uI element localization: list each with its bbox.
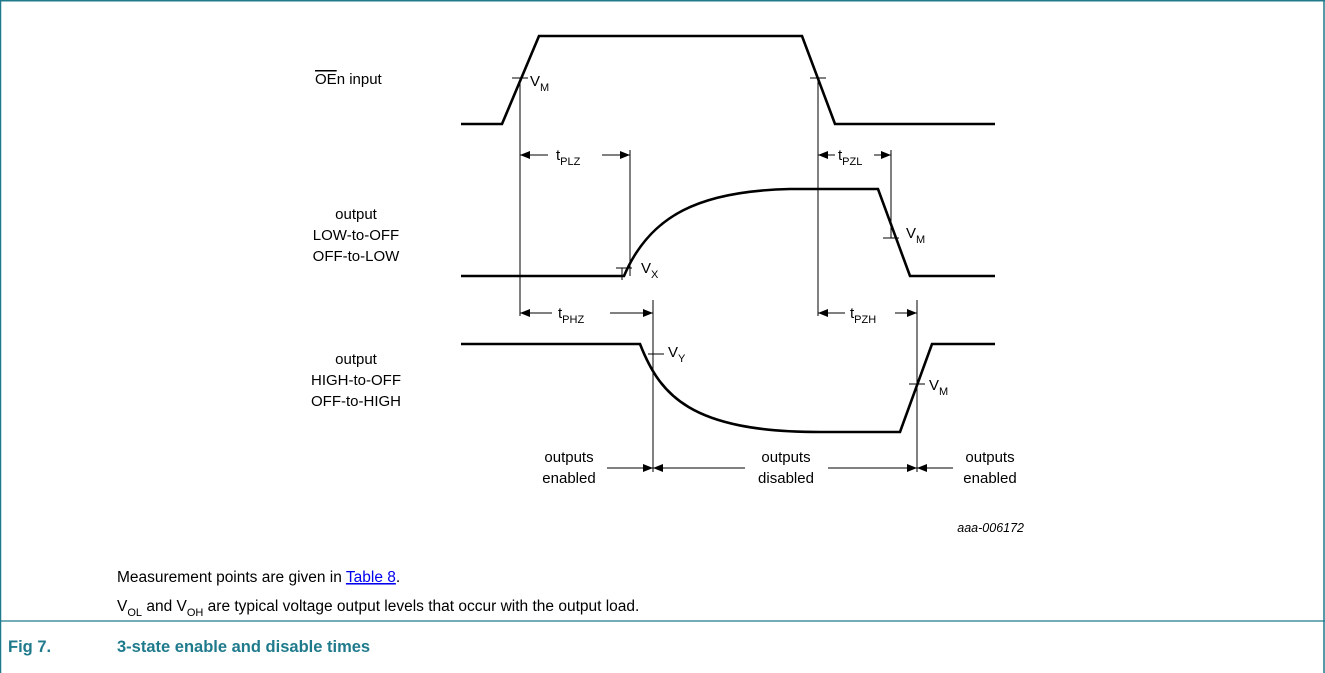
vm-label-low-rise: VM: [906, 225, 925, 246]
figure-caption-title: 3-state enable and disable times: [117, 638, 370, 656]
tphz-label: tPHZ: [558, 305, 584, 326]
vm-label-oe-rise: VM: [530, 73, 549, 94]
high-output-waveform: [461, 342, 995, 434]
vx-label: VX: [641, 260, 659, 281]
reference-lines: [519, 78, 918, 472]
low-label-line1: output: [335, 206, 378, 223]
tplz-label: tPLZ: [556, 147, 581, 168]
region-mid-disabled: outputs disabled: [653, 449, 917, 487]
vm-label-high-rise: VM: [929, 377, 948, 398]
high-label-line3: OFF-to-HIGH: [311, 393, 401, 410]
note-measurement-points: Measurement points are given in Table 8.: [117, 569, 400, 586]
low-output-waveform: [461, 187, 995, 278]
tplz-dimension: tPLZ: [520, 147, 630, 168]
oe-input-label: OEn input: [315, 71, 383, 88]
measurement-ticks: [512, 77, 925, 385]
table-8-link[interactable]: Table 8: [346, 569, 396, 586]
region-left-line1: outputs: [544, 449, 593, 466]
tpzl-label: tPZL: [838, 147, 862, 168]
oe-rest-text: n input: [337, 71, 383, 88]
note-voltage-levels: VOL and VOH are typical voltage output l…: [117, 598, 639, 619]
vy-label: VY: [668, 344, 686, 365]
high-label-line1: output: [335, 351, 378, 368]
low-label-line2: LOW-to-OFF: [313, 227, 399, 244]
low-output-label: output LOW-to-OFF OFF-to-LOW: [313, 206, 401, 265]
region-right-enabled: outputs enabled: [917, 449, 1017, 487]
figure-id: aaa-006172: [957, 521, 1024, 535]
region-left-enabled: outputs enabled: [542, 449, 653, 487]
tpzh-label: tPZH: [850, 305, 876, 326]
low-label-line3: OFF-to-LOW: [313, 248, 401, 265]
oe-waveform: [461, 34, 995, 126]
tphz-dimension: tPHZ: [520, 305, 653, 326]
figure-caption-number: Fig 7.: [8, 638, 51, 656]
region-mid-line1: outputs: [761, 449, 810, 466]
region-right-line2: enabled: [963, 470, 1016, 487]
region-left-line2: enabled: [542, 470, 595, 487]
tpzl-dimension: tPZL: [818, 147, 891, 168]
high-label-line2: HIGH-to-OFF: [311, 372, 401, 389]
oe-overline-text: OE: [315, 71, 337, 88]
region-right-line1: outputs: [965, 449, 1014, 466]
high-output-label: output HIGH-to-OFF OFF-to-HIGH: [311, 351, 401, 410]
region-mid-line2: disabled: [758, 470, 814, 487]
tpzh-dimension: tPZH: [818, 305, 917, 326]
